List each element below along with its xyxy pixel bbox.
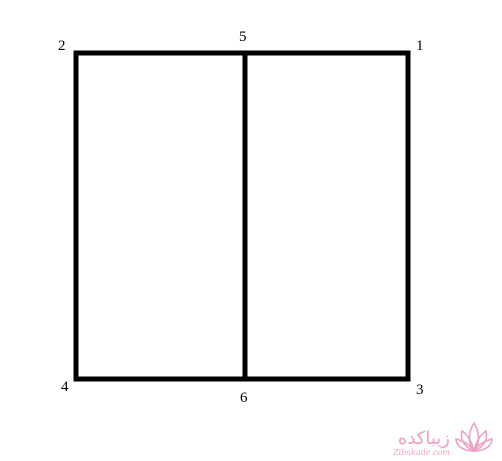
- vertex-label-6: 6: [240, 390, 248, 406]
- outer-rectangle: [73, 50, 411, 382]
- watermark-persian-text: زیباکده: [397, 428, 450, 450]
- watermark-text: زیباکده Zibakade.com: [393, 429, 450, 457]
- point-6-marker: [242, 376, 248, 382]
- point-5-marker: [242, 50, 248, 56]
- vertex-label-1: 1: [416, 38, 424, 54]
- vertex-label-4: 4: [61, 379, 69, 395]
- vertex-label-2: 2: [58, 38, 66, 54]
- watermark: زیباکده Zibakade.com: [393, 417, 494, 457]
- watermark-english-text: Zibakade.com: [393, 448, 450, 457]
- vertex-label-3: 3: [416, 382, 424, 398]
- vertex-label-5: 5: [239, 29, 247, 45]
- lotus-icon: [455, 421, 493, 453]
